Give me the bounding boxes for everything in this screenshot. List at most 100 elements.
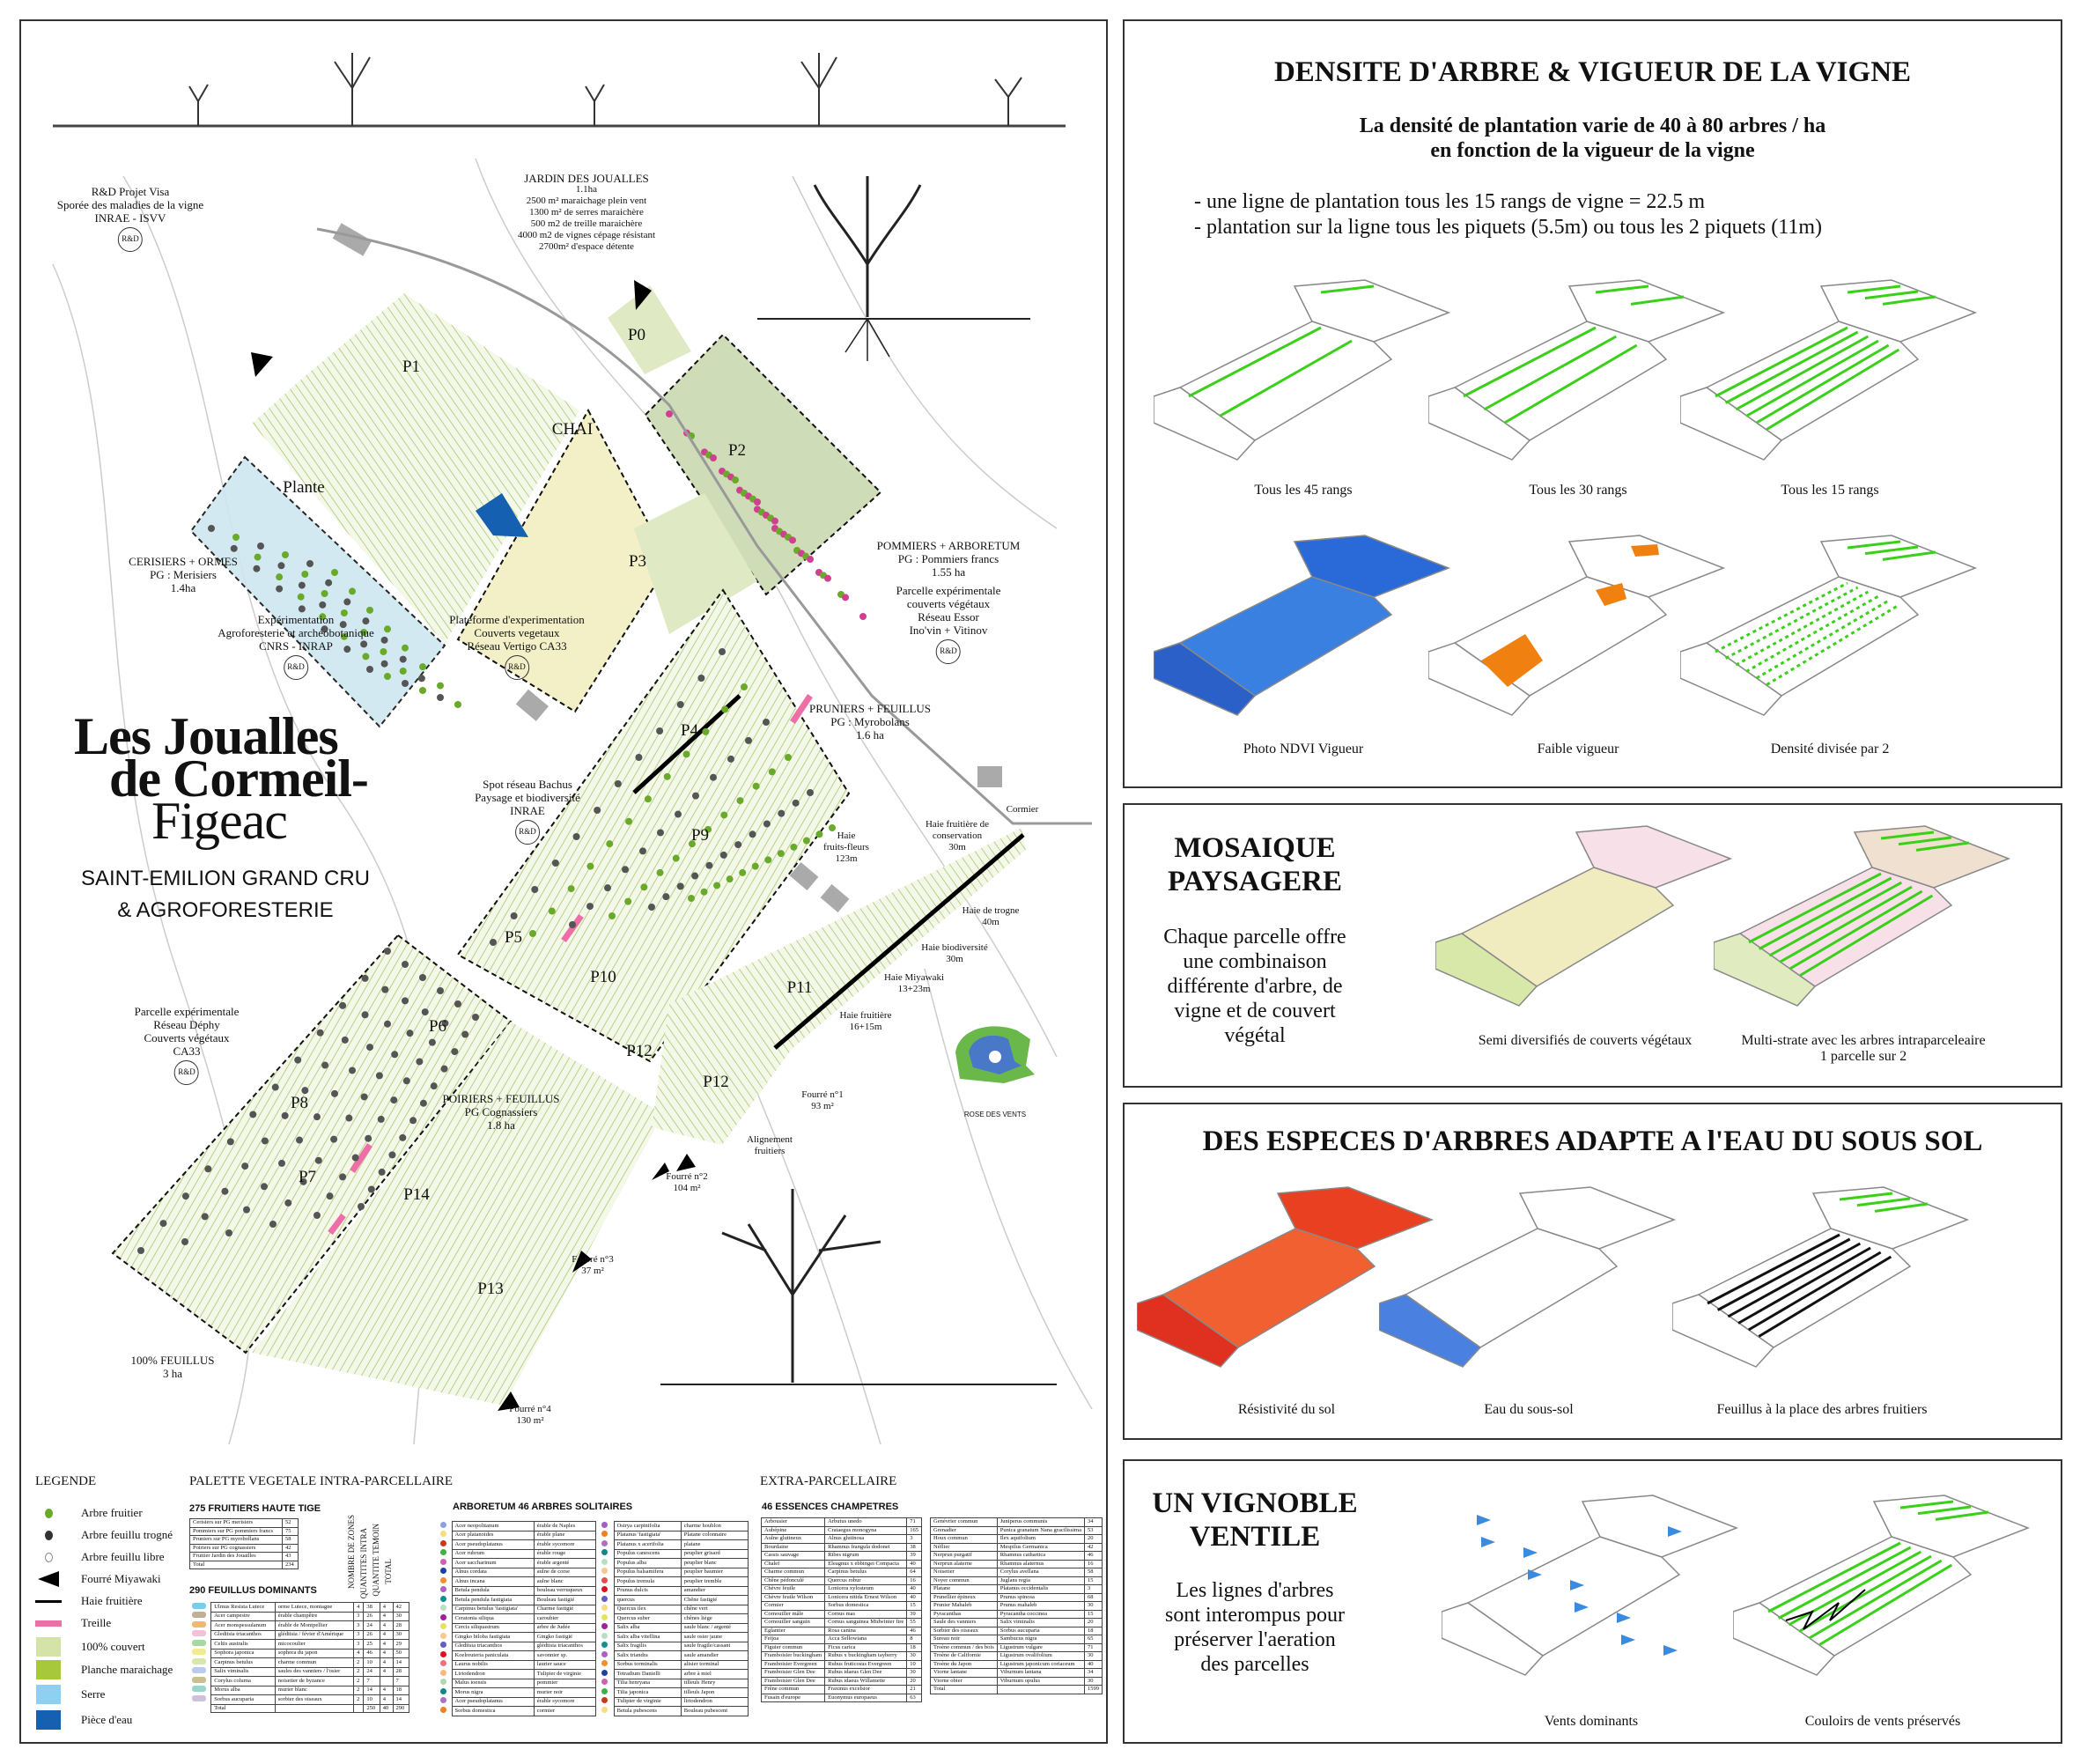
legend-label: Arbre feuillu libre xyxy=(81,1550,165,1563)
fruitiers-title: 275 FRUITIERS HAUTE TIGE xyxy=(189,1503,321,1514)
parcel-label-p2: P2 xyxy=(727,441,747,460)
tree-dot xyxy=(261,1137,269,1145)
tree-dot xyxy=(340,609,348,616)
tree-dot xyxy=(662,893,670,901)
tree-dot xyxy=(606,840,614,848)
table-cell: Quercus ilex xyxy=(613,1604,682,1614)
tree-line xyxy=(1847,540,1901,550)
wind-arrow-icon xyxy=(1621,1635,1635,1645)
tree-dot xyxy=(298,581,306,589)
tree-line xyxy=(1779,885,1913,963)
table-cell: Ribes nigrum xyxy=(824,1551,908,1561)
tree-dot xyxy=(296,1136,303,1144)
tree-dot xyxy=(349,587,356,595)
tree-dot xyxy=(713,882,721,889)
tree-dot xyxy=(417,675,425,683)
color-swatch-cell xyxy=(189,1686,211,1695)
piece-eau-icon xyxy=(35,1710,62,1730)
tree-dot xyxy=(719,648,726,655)
haie-line xyxy=(773,833,1025,1050)
parcel-label-p9: P9 xyxy=(690,826,710,845)
densite-subtitle-1: La densité de plantation varie de 40 à 8… xyxy=(1359,114,1826,137)
caption: Multi-strate avec les arbres intraparcel… xyxy=(1741,1033,1986,1064)
palette-heading: PALETTE VEGETALE INTRA-PARCELLAIRE xyxy=(189,1474,454,1488)
table-cell: Tilia henryana xyxy=(613,1678,682,1688)
table-cell: Viburnum lantana xyxy=(996,1668,1085,1678)
thumb-mosaique-multistrate xyxy=(1714,825,2011,1007)
tree-dot xyxy=(384,625,391,633)
caption: Résistivité du sol xyxy=(1237,1402,1336,1417)
tree-dot xyxy=(276,573,284,581)
tree-dot xyxy=(254,553,262,561)
serre-icon xyxy=(35,1685,62,1704)
tree-dot xyxy=(314,1156,322,1164)
tree-dot xyxy=(586,903,594,911)
tree-color-dot xyxy=(601,1632,608,1639)
table-cell: Total xyxy=(188,1560,284,1569)
tree-dot xyxy=(349,1067,356,1074)
table-cell: Prunus dulcis xyxy=(613,1585,682,1596)
table-cell: 40 xyxy=(906,1559,923,1568)
tree-dot xyxy=(330,1135,338,1143)
table-cell: Pommiers sur PG pommiers francs xyxy=(188,1526,284,1536)
tree-dot xyxy=(710,773,717,781)
legend-item-piece-eau: Pièce d'eau xyxy=(35,1710,132,1730)
tree-dot xyxy=(384,1020,391,1028)
tree-dot xyxy=(384,673,391,680)
wind-arrow-icon xyxy=(1570,1580,1584,1591)
tree-color-dot xyxy=(601,1650,608,1657)
tree-dot xyxy=(313,1212,321,1219)
tree-dot xyxy=(271,1083,279,1091)
parcel-label-p8: P8 xyxy=(290,1094,309,1112)
tree-dot xyxy=(208,525,215,532)
table-row: Carpinus betulus 'fastigiata'Charme fast… xyxy=(438,1604,597,1614)
tree-dot xyxy=(204,1165,212,1173)
parcel-label-p0: P0 xyxy=(627,326,646,344)
tree-dot xyxy=(700,888,708,896)
tree-color-dot xyxy=(601,1642,608,1648)
parcel-shape xyxy=(1137,1294,1240,1368)
tree-line xyxy=(1755,343,1890,424)
tree-dot xyxy=(375,1072,383,1080)
table-cell: Rubus idaeus Glen Dee xyxy=(824,1668,908,1678)
tree-dot xyxy=(137,1247,144,1254)
tree-dot xyxy=(306,560,313,567)
tree-dot xyxy=(313,1113,321,1121)
tree-dot xyxy=(461,1030,469,1038)
table-cell: érable rouge xyxy=(533,1548,597,1559)
table-cell: Platanus 'fastigiata' xyxy=(613,1530,682,1540)
table-cell: Populus tremula xyxy=(613,1576,682,1587)
jardin-area xyxy=(456,408,671,713)
table-cell: Salix viminalis xyxy=(210,1666,276,1677)
tree-dot xyxy=(331,1089,338,1097)
table-cell: 3 xyxy=(353,1611,365,1621)
tree-line xyxy=(1899,1500,1954,1509)
parcel-p0-area xyxy=(608,285,691,374)
parcel-label-p4: P4 xyxy=(680,721,699,740)
site-plan-map xyxy=(52,53,1093,1445)
thumb-faible-vigueur xyxy=(1428,535,1726,716)
tree-dot xyxy=(331,569,338,576)
table-cell: Acer pseudoplatanus xyxy=(451,1539,535,1550)
tree-illustration-bottom xyxy=(660,1189,1057,1385)
